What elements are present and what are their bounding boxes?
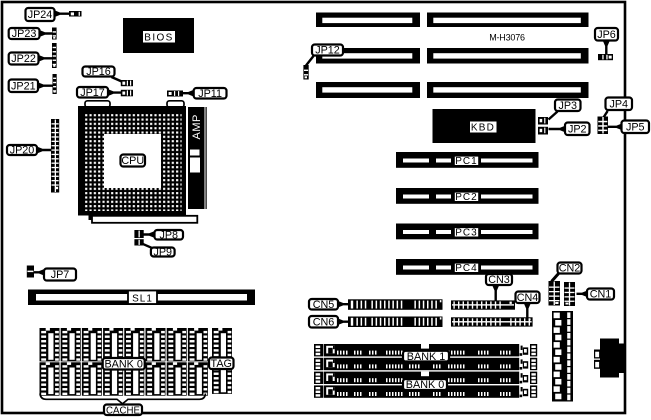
svg-text:JP3: JP3 (558, 100, 577, 112)
svg-text:PC2: PC2 (455, 192, 477, 203)
svg-text:CN6: CN6 (313, 316, 335, 328)
svg-text:AMP: AMP (191, 114, 203, 139)
svg-text:JP21: JP21 (11, 80, 36, 92)
svg-text:PC4: PC4 (455, 263, 477, 274)
svg-text:CN2: CN2 (559, 263, 581, 275)
svg-text:CPU: CPU (121, 155, 144, 167)
svg-text:PC1: PC1 (455, 156, 477, 167)
svg-text:JP6: JP6 (597, 29, 616, 41)
svg-text:PC3: PC3 (455, 227, 477, 238)
svg-text:JP4: JP4 (609, 98, 628, 110)
svg-text:JP22: JP22 (11, 53, 36, 65)
svg-text:JP8: JP8 (159, 229, 178, 241)
svg-text:JP23: JP23 (12, 28, 37, 40)
svg-text:CACHE: CACHE (106, 405, 140, 416)
svg-text:CN1: CN1 (590, 289, 612, 301)
svg-text:JP17: JP17 (80, 87, 105, 99)
svg-text:JP24: JP24 (28, 9, 53, 21)
svg-text:KBD: KBD (471, 123, 495, 134)
svg-text:BANK 0: BANK 0 (104, 358, 142, 370)
svg-text:CN5: CN5 (313, 299, 335, 311)
svg-text:CN3: CN3 (488, 274, 510, 286)
svg-text:SL1: SL1 (132, 293, 153, 304)
svg-text:BIOS: BIOS (144, 33, 174, 44)
svg-text:JP11: JP11 (198, 88, 222, 100)
svg-text:TAG: TAG (211, 358, 232, 370)
svg-text:JP5: JP5 (626, 121, 645, 133)
svg-text:M-H3076: M-H3076 (489, 33, 525, 43)
svg-text:JP16: JP16 (86, 66, 111, 78)
svg-text:JP9: JP9 (153, 247, 172, 259)
svg-text:JP12: JP12 (315, 45, 340, 57)
svg-text:BANK 1: BANK 1 (407, 351, 445, 363)
svg-text:BANK 0: BANK 0 (406, 379, 444, 391)
svg-text:JP2: JP2 (568, 123, 587, 135)
svg-text:CN4: CN4 (517, 292, 539, 304)
svg-text:JP20: JP20 (10, 145, 35, 157)
svg-text:JP7: JP7 (51, 269, 70, 281)
